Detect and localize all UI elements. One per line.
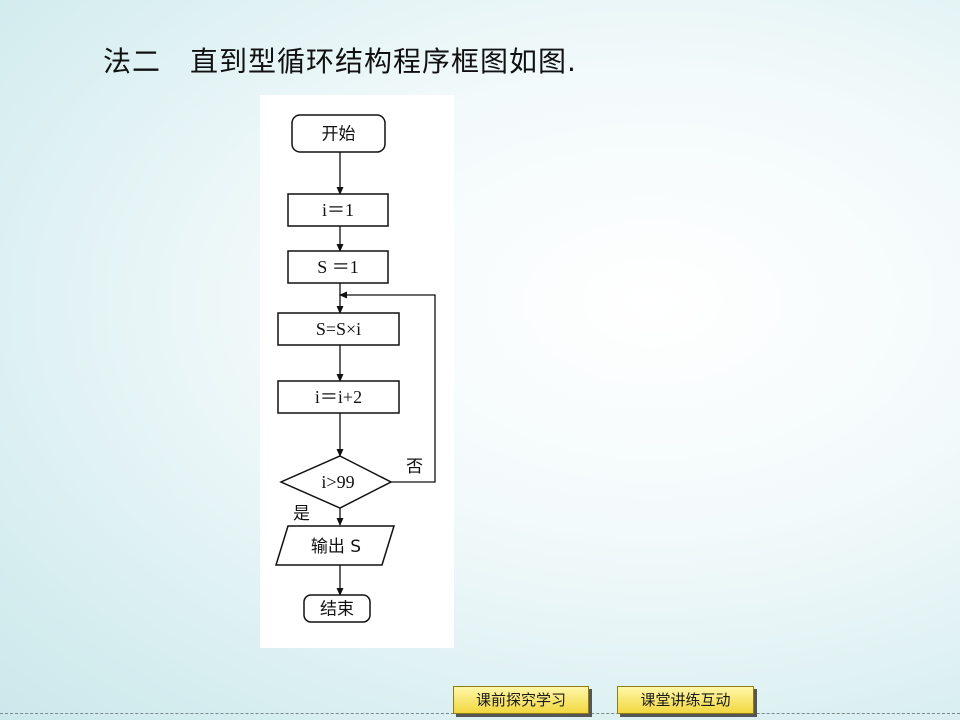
increment-box bbox=[277, 380, 400, 414]
decision-label: i>99 bbox=[321, 472, 354, 492]
init-s-box bbox=[287, 250, 389, 284]
init-i-label: i＝1 bbox=[322, 200, 354, 220]
slide-title: 法二 直到型循环结构程序框图如图. bbox=[103, 45, 577, 78]
init-i-box bbox=[287, 193, 389, 227]
multiply-label: S=S×i bbox=[316, 319, 361, 339]
flowchart-panel: 开始 i＝1 S ＝1 S=S×i i＝i+2 i>99 否 是 输出 S bbox=[260, 95, 454, 648]
start-label: 开始 bbox=[322, 125, 356, 145]
start-terminal bbox=[291, 114, 386, 153]
output-parallelogram bbox=[274, 525, 396, 566]
connector-no-loop bbox=[339, 291, 436, 483]
flowchart: 开始 i＝1 S ＝1 S=S×i i＝i+2 i>99 否 是 输出 S bbox=[274, 114, 436, 623]
branch-yes-label: 是 bbox=[293, 504, 310, 524]
class-practice-button[interactable]: 课堂讲练互动 bbox=[617, 686, 754, 714]
pre-study-button[interactable]: 课前探究学习 bbox=[453, 686, 589, 714]
multiply-box bbox=[277, 312, 400, 346]
increment-label: i＝i+2 bbox=[315, 387, 362, 407]
init-s-label: S ＝1 bbox=[317, 257, 359, 277]
end-label: 结束 bbox=[320, 600, 354, 620]
end-terminal bbox=[303, 594, 371, 623]
output-label: 输出 S bbox=[311, 537, 361, 557]
branch-no-label: 否 bbox=[406, 457, 423, 477]
